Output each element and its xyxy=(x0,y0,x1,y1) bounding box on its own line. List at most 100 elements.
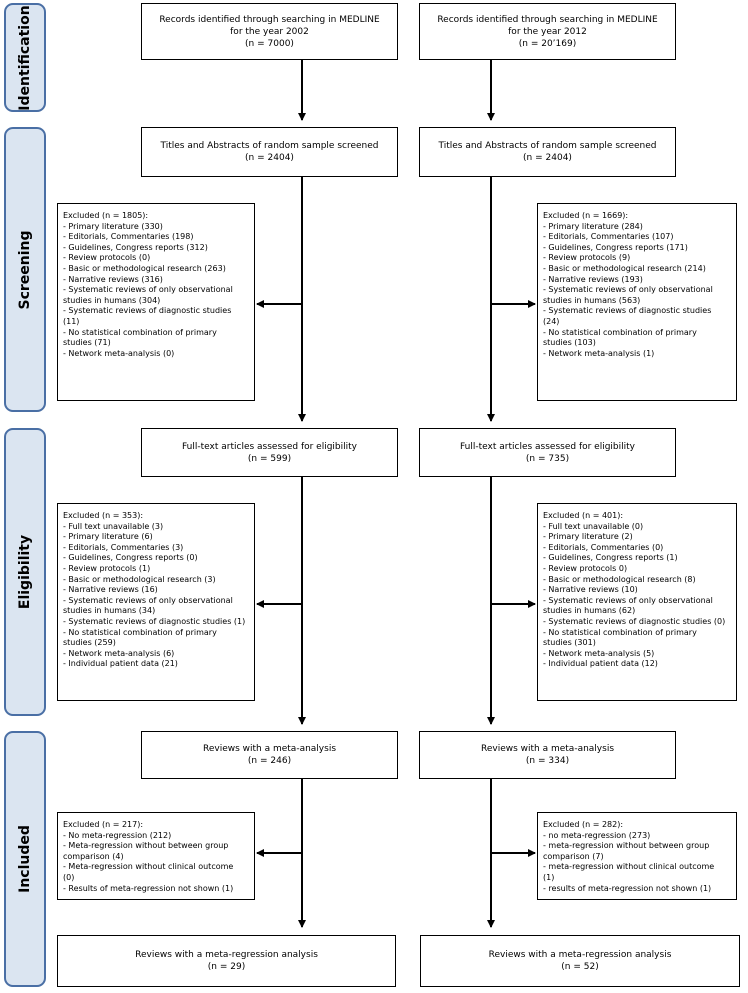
box-line: - Narrative reviews (193) xyxy=(543,274,643,284)
box-line: (1) xyxy=(543,872,555,882)
box-line: - Systematic reviews of diagnostic studi… xyxy=(63,306,232,316)
box-line: - No statistical combination of primary xyxy=(543,627,697,637)
phase-screening: Screening xyxy=(4,127,46,412)
box-line: - Guidelines, Congress reports (1) xyxy=(543,553,678,563)
box-line: - Network meta-analysis (6) xyxy=(63,648,175,658)
right-records-identified-box: Records identified through searching in … xyxy=(419,3,676,60)
left-records-identified-box: Records identified through searching in … xyxy=(141,3,398,60)
phase-eligibility: Eligibility xyxy=(4,428,46,716)
right-meta-regression-box: Reviews with a meta-regression analysis … xyxy=(420,935,740,987)
box-line: - Primary literature (2) xyxy=(543,532,633,542)
box-line: - Systematic reviews of only observation… xyxy=(543,595,713,605)
box-line: (24) xyxy=(543,316,560,326)
box-line: for the year 2012 xyxy=(508,26,587,37)
right-excluded-included-box: Excluded (n = 282): - no meta-regression… xyxy=(537,812,737,900)
box-line: - Systematic reviews of only observation… xyxy=(543,285,713,295)
box-line: (n = 334) xyxy=(525,756,570,766)
box-line: - Individual patient data (21) xyxy=(63,659,178,669)
box-line: (n = 2404) xyxy=(523,153,572,163)
box-line: Excluded (n = 1805): xyxy=(63,211,149,220)
box-line: - Meta-regression without between group xyxy=(63,841,229,851)
box-line: Reviews with a meta-analysis xyxy=(480,744,615,754)
box-line: (n = 52) xyxy=(561,962,599,972)
phase-included: Included xyxy=(4,731,46,987)
box-line: - Individual patient data (12) xyxy=(543,659,658,669)
box-line: comparison (4) xyxy=(63,851,124,861)
box-line: - Full text unavailable (3) xyxy=(63,521,164,531)
box-line: studies in humans (34) xyxy=(63,606,156,616)
left-screened-box: Titles and Abstracts of random sample sc… xyxy=(141,127,398,177)
box-line: studies (301) xyxy=(543,638,596,648)
left-fulltext-box: Full-text articles assessed for eligibil… xyxy=(141,428,398,477)
box-line: (n = 246) xyxy=(247,756,292,766)
box-line: - Basic or methodological research (8) xyxy=(543,574,696,584)
right-meta-analysis-box: Reviews with a meta-analysis (n = 334) xyxy=(419,731,676,779)
box-line: Reviews with a meta-regression analysis xyxy=(135,950,318,960)
box-line: - Review protocols 0) xyxy=(543,563,628,573)
box-line: (n = 599) xyxy=(247,453,292,464)
box-line: - Network meta-analysis (5) xyxy=(543,648,655,658)
box-line: (11) xyxy=(63,316,80,326)
box-line: Excluded (n = 1669): xyxy=(543,211,629,220)
box-line: - Basic or methodological research (263) xyxy=(63,263,226,273)
box-line: (n = 2404) xyxy=(245,153,294,163)
box-line: (n = 7000) xyxy=(245,38,294,49)
box-line: - Review protocols (1) xyxy=(63,563,151,573)
box-line: - Editorials, Commentaries (198) xyxy=(63,232,194,242)
box-line: Excluded (n = 401): xyxy=(543,511,624,520)
box-line: (n = 20’169) xyxy=(518,38,577,49)
box-line: - Results of meta-regression not shown (… xyxy=(63,883,234,893)
box-line: - Basic or methodological research (3) xyxy=(63,574,216,584)
right-excluded-eligibility-box: Excluded (n = 401): - Full text unavaila… xyxy=(537,503,737,701)
box-line: studies in humans (304) xyxy=(63,295,161,305)
box-line: - Systematic reviews of diagnostic studi… xyxy=(63,616,246,626)
box-line: - Guidelines, Congress reports (0) xyxy=(63,553,198,563)
box-line: - no meta-regression (273) xyxy=(543,830,651,840)
box-line: - Systematic reviews of diagnostic studi… xyxy=(543,616,726,626)
box-line: - Review protocols (9) xyxy=(543,253,631,263)
box-line: - Network meta-analysis (0) xyxy=(63,348,175,358)
box-line: - Narrative reviews (10) xyxy=(543,585,638,595)
box-line: Titles and Abstracts of random sample sc… xyxy=(160,141,379,151)
box-line: comparison (7) xyxy=(543,851,604,861)
box-line: - Narrative reviews (316) xyxy=(63,274,163,284)
box-line: studies (103) xyxy=(543,338,596,348)
box-line: - Guidelines, Congress reports (312) xyxy=(63,242,208,252)
box-line: - Primary literature (284) xyxy=(543,221,643,231)
box-line: - Systematic reviews of only observation… xyxy=(63,595,233,605)
box-line: studies (259) xyxy=(63,638,116,648)
box-line: Excluded (n = 282): xyxy=(543,820,624,829)
box-line: studies in humans (563) xyxy=(543,295,641,305)
box-line: - No statistical combination of primary xyxy=(543,327,697,337)
box-line: Excluded (n = 217): xyxy=(63,820,144,829)
box-line: - No statistical combination of primary xyxy=(63,627,217,637)
box-line: - Full text unavailable (0) xyxy=(543,521,644,531)
left-meta-analysis-box: Reviews with a meta-analysis (n = 246) xyxy=(141,731,398,779)
box-line: - Meta-regression without clinical outco… xyxy=(63,862,234,872)
box-line: - Narrative reviews (16) xyxy=(63,585,158,595)
left-meta-regression-box: Reviews with a meta-regression analysis … xyxy=(57,935,396,987)
box-line: - meta-regression without clinical outco… xyxy=(543,862,715,872)
box-line: - Editorials, Commentaries (107) xyxy=(543,232,674,242)
box-line: Titles and Abstracts of random sample sc… xyxy=(438,141,657,151)
left-excluded-included-box: Excluded (n = 217): - No meta-regression… xyxy=(57,812,255,900)
box-line: - Systematic reviews of diagnostic studi… xyxy=(543,306,712,316)
box-line: (0) xyxy=(63,872,75,882)
phase-identification: Identification xyxy=(4,3,46,112)
box-line: Reviews with a meta-analysis xyxy=(202,744,337,754)
box-line: studies (71) xyxy=(63,338,111,348)
box-line: - No statistical combination of primary xyxy=(63,327,217,337)
right-screened-box: Titles and Abstracts of random sample sc… xyxy=(419,127,676,177)
box-line: studies in humans (62) xyxy=(543,606,636,616)
left-excluded-screening-box: Excluded (n = 1805): - Primary literatur… xyxy=(57,203,255,401)
box-line: Full-text articles assessed for eligibil… xyxy=(459,441,636,452)
right-excluded-screening-box: Excluded (n = 1669): - Primary literatur… xyxy=(537,203,737,401)
box-line: - Editorials, Commentaries (0) xyxy=(543,542,664,552)
box-line: - Review protocols (0) xyxy=(63,253,151,263)
box-line: - Basic or methodological research (214) xyxy=(543,263,706,273)
box-line: - No meta-regression (212) xyxy=(63,830,172,840)
box-line: - Systematic reviews of only observation… xyxy=(63,285,233,295)
box-line: - meta-regression without between group xyxy=(543,841,710,851)
box-line: - Primary literature (6) xyxy=(63,532,153,542)
